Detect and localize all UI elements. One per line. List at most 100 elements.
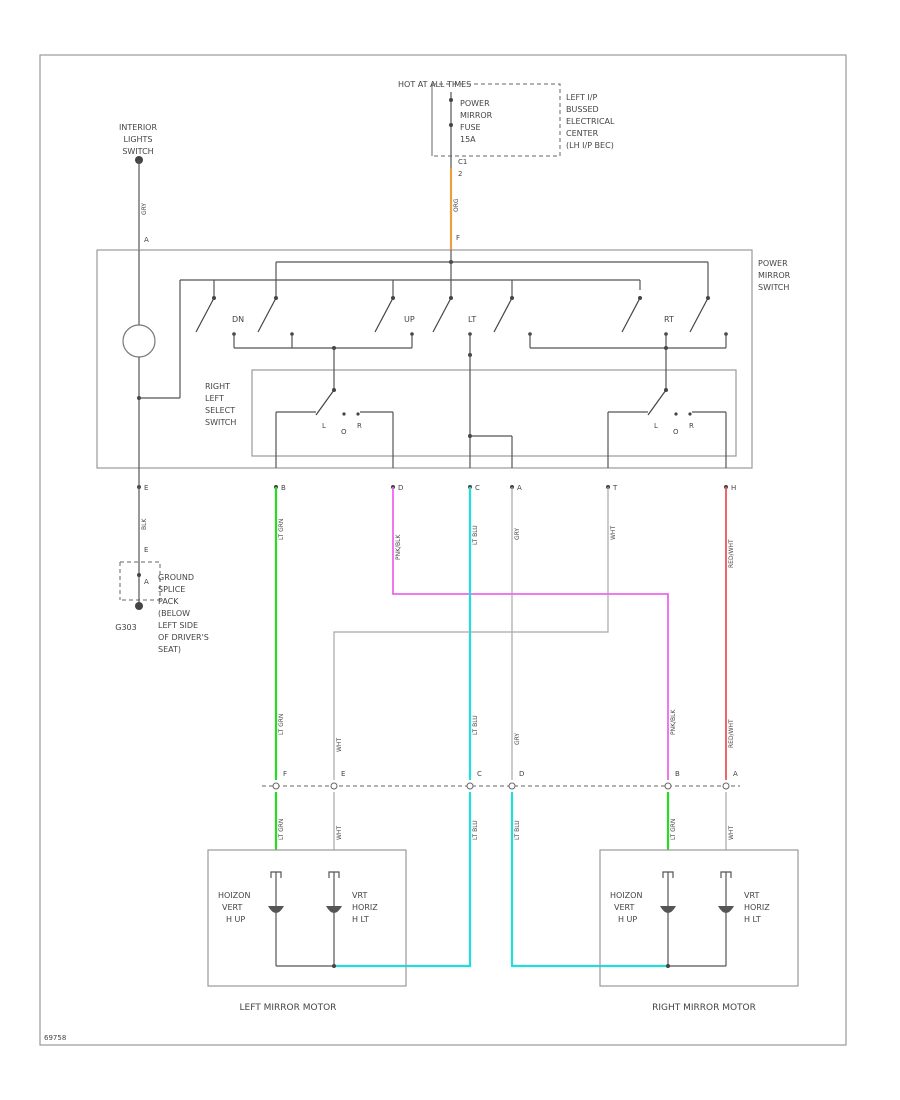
right-motor-label-3: H UP — [618, 915, 637, 924]
interior-lights-switch: INTERIOR LIGHTS SWITCH GRY A — [119, 123, 158, 250]
cyan-wire-label-1: LT BLU — [472, 525, 479, 545]
gray-wire: GRY GRY — [511, 487, 521, 780]
ground-pin-a: A — [144, 578, 149, 586]
ground-pin-e: E — [144, 546, 148, 554]
pin-h: H — [731, 484, 736, 492]
position-lt: LT — [468, 315, 476, 324]
power-mirror-switch-label-2: MIRROR — [758, 271, 791, 280]
pin-e: E — [144, 484, 148, 492]
left-motor-dn-up-symbol — [268, 906, 284, 913]
pink-wire: PNK/BLK PNK/BLK — [392, 487, 677, 780]
fuse-block: HOT AT ALL TIMES POWER MIRROR FUSE 15A L… — [398, 80, 615, 250]
pin-c: C — [475, 484, 480, 492]
right-white-wire-label: WHT — [728, 826, 735, 840]
select-switch-label-1: RIGHT — [205, 382, 230, 391]
conn-pin-e: E — [341, 770, 345, 778]
conn-pin-f: F — [283, 770, 287, 778]
right-select-o: O — [673, 428, 679, 436]
cyan-wire-label-3: LT BLU — [472, 820, 479, 840]
fuse-block-label-1: LEFT I/P — [566, 93, 597, 102]
fuse-pin-c1: C1 — [458, 158, 467, 166]
left-motor-rt-lt-symbol — [326, 906, 342, 913]
left-motor-label-2: VERT — [222, 903, 243, 912]
right-mirror-motor: HOIZON VERT H UP VRT HORIZ H LT RIGHT MI… — [599, 849, 799, 1013]
lights-pin: A — [144, 236, 149, 244]
pin-d: D — [398, 484, 403, 492]
fuse-label-3: FUSE — [460, 123, 481, 132]
cyan-wire-label-4: LT BLU — [514, 820, 521, 840]
right-motor-label-5: HORIZ — [744, 903, 770, 912]
conn-pin-c: C — [477, 770, 482, 778]
conn-pin-a: A — [733, 770, 738, 778]
gray-wire-label-1: GRY — [514, 528, 521, 540]
left-mirror-motor: HOIZON VERT H UP VRT HORIZ H LT LEFT MIR… — [207, 849, 407, 1013]
fuse-block-label-4: CENTER — [566, 129, 599, 138]
green-wire-label-2: LT GRN — [278, 714, 285, 735]
right-motor-dn-up-symbol — [660, 906, 676, 913]
left-select-r: R — [357, 422, 362, 430]
ground-label-5: LEFT SIDE — [158, 621, 198, 630]
indicator-lamp — [122, 324, 156, 358]
fuse-label-1: POWER — [460, 99, 490, 108]
red-wire: RED/WHT RED/WHT WHT — [725, 487, 735, 850]
cyan-wire: LT BLU LT BLU LT BLU LT BLU — [334, 487, 668, 968]
left-select-l: L — [322, 422, 326, 430]
select-switch-label-2: LEFT — [205, 394, 224, 403]
switch-top-pin: F — [456, 234, 460, 242]
white-wire-label-2: WHT — [336, 738, 343, 752]
conn-pin-d: D — [519, 770, 524, 778]
fuse-pin-2: 2 — [458, 170, 462, 178]
pin-b: B — [281, 484, 286, 492]
fuse-feed-wire-label: ORG — [453, 198, 460, 212]
ground-label-3: PACK — [158, 597, 179, 606]
left-select-o: O — [341, 428, 347, 436]
left-mirror-motor-title: LEFT MIRROR MOTOR — [240, 1003, 337, 1013]
right-motor-label-2: VERT — [614, 903, 635, 912]
left-motor-label-4: VRT — [352, 891, 367, 900]
power-mirror-switch-label-3: SWITCH — [758, 283, 789, 292]
pink-wire-label-2: PNK/BLK — [670, 708, 677, 735]
red-wire-label-2: RED/WHT — [728, 719, 735, 748]
figure-code: 69758 — [44, 1034, 66, 1042]
ground-wire-label: BLK — [141, 518, 148, 530]
right-motor-rt-lt-symbol — [718, 906, 734, 913]
pink-wire-label-1: PNK/BLK — [395, 533, 402, 560]
fuse-block-label-2: BUSSED — [566, 105, 599, 114]
select-switch-label-4: SWITCH — [205, 418, 236, 427]
interior-lights-label-1: INTERIOR — [119, 123, 158, 132]
right-motor-label-4: VRT — [744, 891, 759, 900]
fuse-label-2: MIRROR — [460, 111, 493, 120]
left-motor-label-6: H LT — [352, 915, 369, 924]
gray-wire-label-2: GRY — [514, 733, 521, 745]
position-rt: RT — [664, 315, 674, 324]
ground-splice: BLK E A GROUND SPLICE PACK (BELOW LEFT S… — [115, 468, 209, 654]
left-motor-label-5: HORIZ — [352, 903, 378, 912]
right-motor-label-6: H LT — [744, 915, 761, 924]
switch-blades — [195, 296, 710, 333]
right-select-r: R — [689, 422, 694, 430]
select-switch-label-3: SELECT — [205, 406, 235, 415]
interior-lights-label-3: SWITCH — [122, 147, 153, 156]
lights-feed-wire-label: GRY — [141, 203, 148, 215]
ground-label-7: SEAT) — [158, 645, 181, 654]
position-up: UP — [404, 315, 415, 324]
right-mirror-motor-title: RIGHT MIRROR MOTOR — [652, 1003, 756, 1013]
motor-connector: F E C D B A — [262, 770, 740, 790]
red-wire-label-1: RED/WHT — [728, 539, 735, 568]
power-mirror-switch-label-1: POWER — [758, 259, 788, 268]
diagram-border — [39, 54, 847, 1046]
ground-code: G303 — [115, 623, 136, 632]
green-wire-label-1: LT GRN — [278, 519, 285, 540]
fuse-block-label-5: (LH I/P BEC) — [566, 141, 614, 150]
ground-label-2: SPLICE — [158, 585, 185, 594]
ground-label-6: OF DRIVER'S — [158, 633, 209, 642]
switch-connector-pins: E B D C A T H — [137, 484, 736, 492]
fuse-label-4: 15A — [460, 135, 476, 144]
right-select-l: L — [654, 422, 658, 430]
left-motor-label-3: H UP — [226, 915, 245, 924]
power-mirror-switch: POWER MIRROR SWITCH — [96, 249, 791, 469]
white-wire-label-1: WHT — [610, 526, 617, 540]
ground-label-1: GROUND — [158, 573, 194, 582]
white-wire-label-3: WHT — [336, 826, 343, 840]
green-wire-label-3: LT GRN — [278, 819, 285, 840]
